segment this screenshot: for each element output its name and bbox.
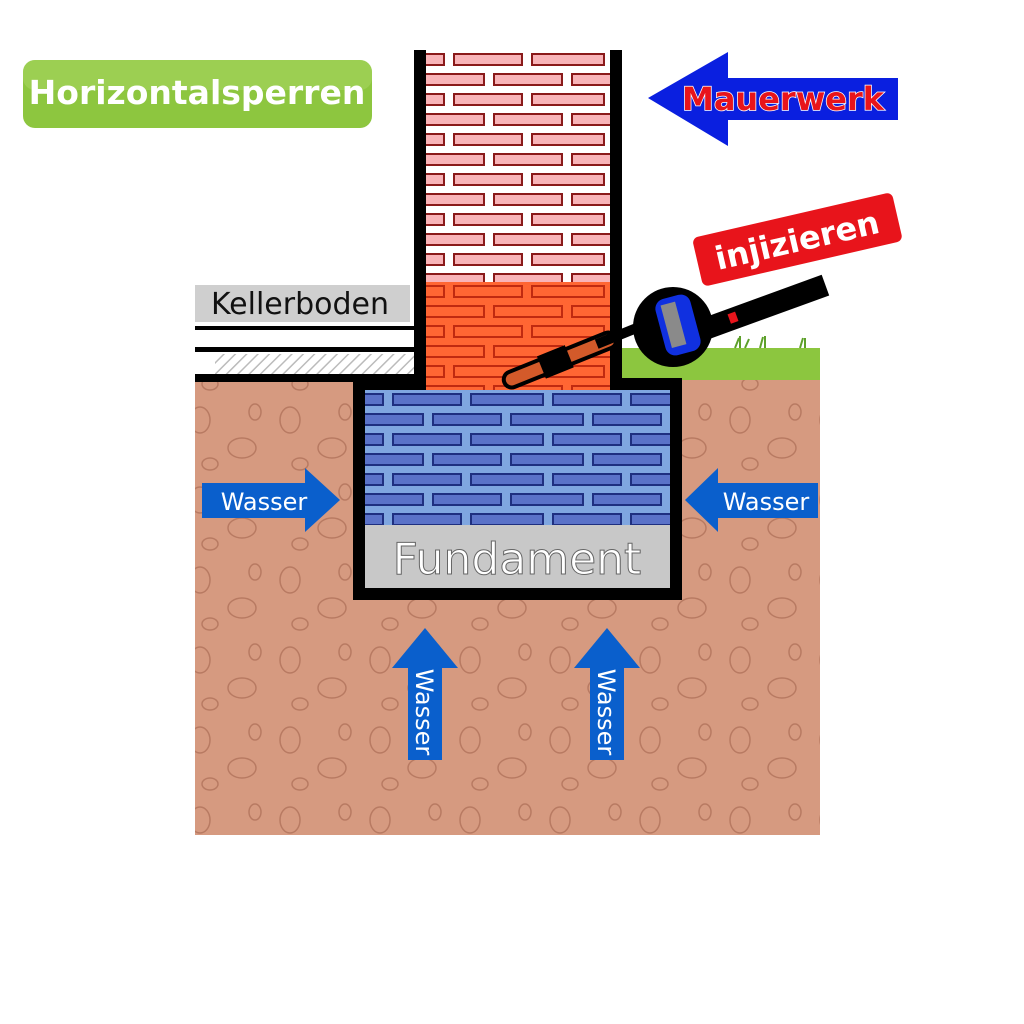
inject-label-badge: injizieren — [693, 193, 902, 286]
water-label-up-left: Wasser — [410, 669, 438, 756]
water-arrow-right: Wasser — [685, 468, 818, 532]
water-label-up-right: Wasser — [592, 669, 620, 756]
water-label-right: Wasser — [723, 488, 810, 516]
water-arrow-up-left: Wasser — [392, 628, 458, 760]
water-arrow-left: Wasser — [202, 468, 340, 532]
basement-floor: Kellerboden — [195, 285, 414, 382]
basement-floor-label: Kellerboden — [211, 287, 389, 322]
foundation-label: Fundament — [393, 534, 642, 585]
wall-label: Mauerwerk — [682, 80, 885, 118]
masonry-wall — [414, 50, 622, 390]
water-label-left: Wasser — [221, 488, 308, 516]
foundation: Fundament — [353, 378, 682, 600]
grass-blades-icon — [734, 336, 806, 349]
injection-device-icon — [501, 274, 830, 390]
title-text: Horizontalsperren — [29, 73, 366, 112]
water-arrow-up-right: Wasser — [574, 628, 640, 760]
wall-label-arrow: Mauerwerk — [648, 52, 898, 146]
title-badge: Horizontalsperren — [23, 60, 372, 128]
